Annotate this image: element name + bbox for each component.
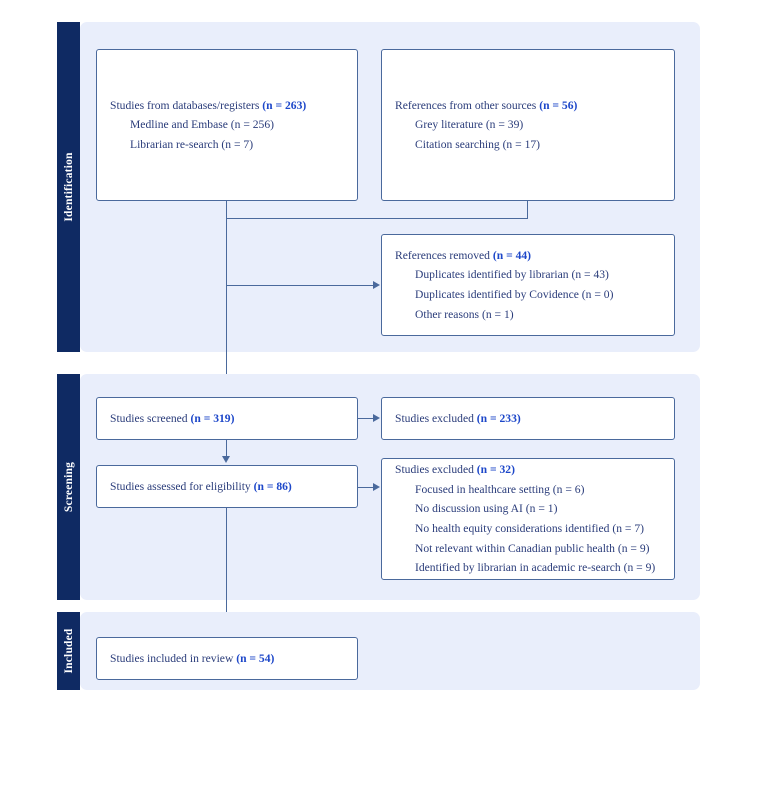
arrowhead-screened-to-assessed <box>222 456 230 463</box>
box-references-removed: References removed (n = 44) Duplicates i… <box>381 234 675 336</box>
connector-merge-horizontal <box>226 218 528 220</box>
box-line: Focused in healthcare setting (n = 6) <box>415 482 585 496</box>
arrowhead-to-references-removed <box>373 281 380 289</box>
screening-stage-label: Screening <box>62 461 75 513</box>
box-line: Studies included in review (n = 54) <box>110 651 275 665</box>
identification-stage-bar: Identification <box>57 22 80 352</box>
box-line: Identified by librarian in academic re-s… <box>415 561 656 575</box>
connector-to-references-removed <box>226 285 374 287</box>
box-studies-included-in-review: Studies included in review (n = 54) <box>96 637 358 680</box>
box-line: References removed (n = 44) <box>395 248 532 262</box>
connector-other-sources-down <box>527 201 529 219</box>
box-line: Not relevant within Canadian public heal… <box>415 541 650 555</box>
box-line: Duplicates identified by librarian (n = … <box>415 268 609 282</box>
stage-included: Included <box>57 612 700 690</box>
box-line: Studies assessed for eligibility (n = 86… <box>110 479 292 493</box>
box-studies-screened: Studies screened (n = 319) <box>96 397 358 440</box>
box-line: Other reasons (n = 1) <box>415 307 514 321</box>
connector-assessed-to-excluded <box>358 487 374 489</box>
box-line: Citation searching (n = 17) <box>415 137 541 151</box>
box-studies-from-databases: Studies from databases/registers (n = 26… <box>96 49 358 201</box>
connector-screened-to-assessed <box>226 440 228 456</box>
box-studies-excluded-screening: Studies excluded (n = 233) <box>381 397 675 440</box>
box-studies-excluded-eligibility: Studies excluded (n = 32) Focused in hea… <box>381 458 675 580</box>
box-line: Grey literature (n = 39) <box>415 118 524 132</box>
box-references-other-sources: References from other sources (n = 56) G… <box>381 49 675 201</box>
screening-stage-bar: Screening <box>57 374 80 600</box>
box-studies-assessed-eligibility: Studies assessed for eligibility (n = 86… <box>96 465 358 508</box>
box-line: No discussion using AI (n = 1) <box>415 502 558 516</box>
box-line: Studies excluded (n = 32) <box>395 463 515 477</box>
connector-trunk-vertical <box>226 218 228 388</box>
box-line: No health equity considerations identifi… <box>415 522 645 535</box>
box-line: Medline and Embase (n = 256) <box>130 118 275 132</box>
connector-assessed-to-included <box>226 508 228 626</box>
box-line: Duplicates identified by Covidence (n = … <box>415 288 614 301</box>
identification-stage-label: Identification <box>62 152 75 222</box>
included-stage-label: Included <box>62 628 75 674</box>
box-line: Studies excluded (n = 233) <box>395 411 521 425</box>
box-line: References from other sources (n = 56) <box>395 98 578 112</box>
box-line: Librarian re-search (n = 7) <box>130 137 254 151</box>
box-line: Studies from databases/registers (n = 26… <box>110 98 307 112</box>
connector-databases-down <box>226 201 228 219</box>
connector-screened-to-excluded <box>358 418 374 420</box>
arrowhead-screened-to-excluded <box>373 414 380 422</box>
arrowhead-assessed-to-excluded <box>373 483 380 491</box>
included-stage-bar: Included <box>57 612 80 690</box>
box-line: Studies screened (n = 319) <box>110 411 235 425</box>
